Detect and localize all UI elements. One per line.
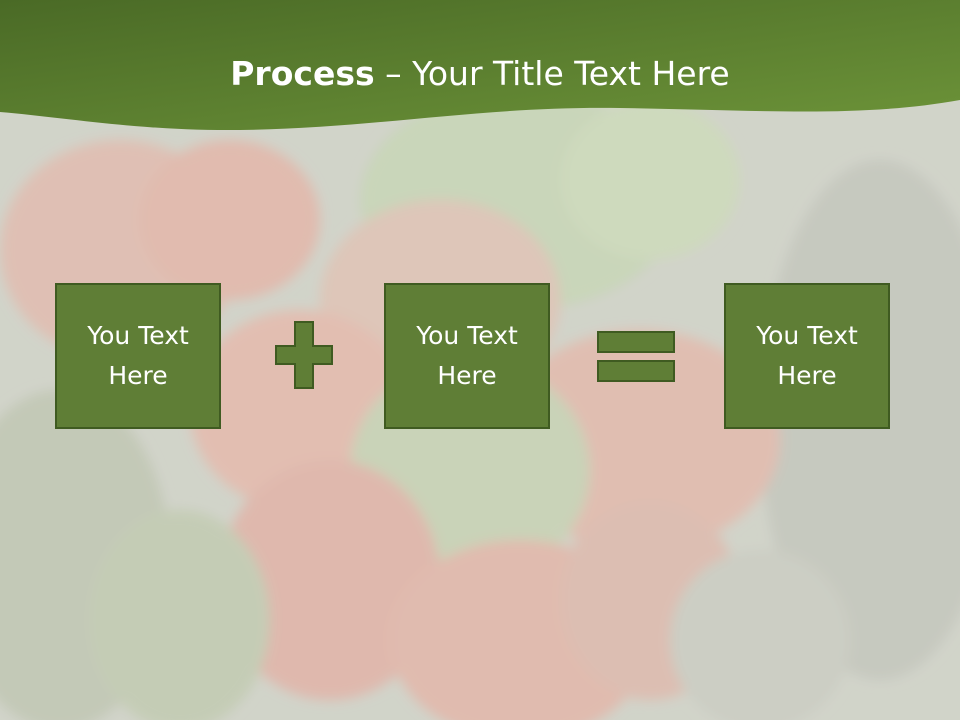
plus-icon [275, 321, 333, 389]
title-bold: Process [230, 54, 375, 93]
text-box-1[interactable]: You Text Here [55, 283, 221, 429]
text-box-2[interactable]: You Text Here [384, 283, 550, 429]
text-box-3-label: You Text Here [756, 321, 858, 390]
text-box-2-label: You Text Here [416, 321, 518, 390]
text-box-1-label: You Text Here [87, 321, 189, 390]
page-title: Process – Your Title Text Here [0, 52, 960, 96]
title-rest: – Your Title Text Here [374, 54, 730, 93]
equals-icon [597, 331, 675, 382]
title-banner [0, 0, 960, 131]
text-box-3[interactable]: You Text Here [724, 283, 890, 429]
